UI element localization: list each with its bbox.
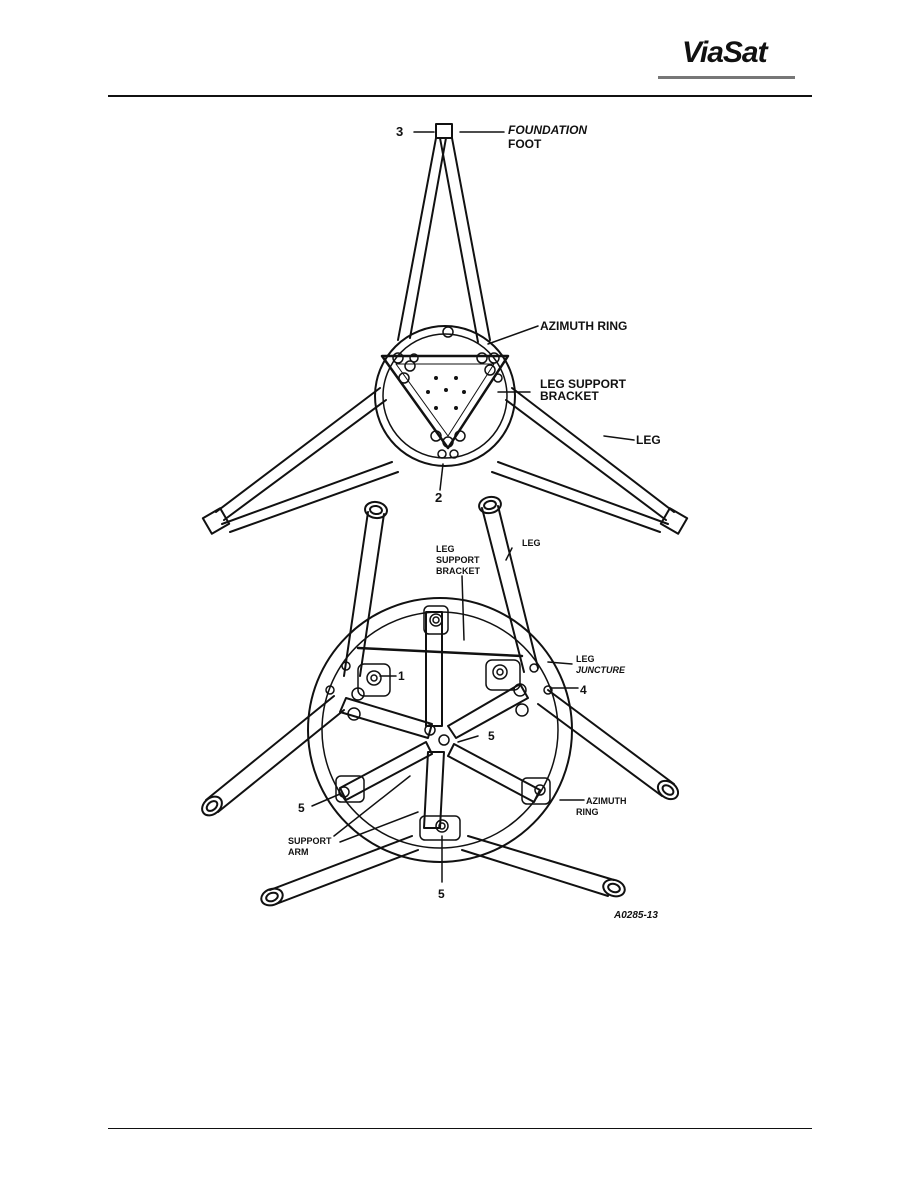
callout-5-center: 5 [488, 729, 495, 743]
callout-1: 1 [398, 669, 405, 683]
bottom-leg-bottom-left [260, 835, 419, 907]
callout-5-left: 5 [298, 801, 305, 815]
bb-leg-support-label-3: BRACKET [436, 566, 481, 576]
azimuth-ring-label: AZIMUTH RING [540, 319, 627, 333]
bottom-plates [335, 605, 551, 841]
callout-5-bottom: 5 [438, 887, 445, 901]
viasat-logo: ViaSat [682, 36, 768, 69]
foundation-foot-label-2: FOOT [508, 137, 542, 151]
bottom-support-arms [339, 611, 541, 829]
bottom-view [201, 495, 680, 907]
header-rule [108, 95, 812, 97]
foundation-foot-label-1: FOUNDATION [508, 123, 587, 137]
callout-2: 2 [435, 490, 442, 505]
leg-juncture-label-1: LEG [576, 654, 595, 664]
bb-leg-label: LEG [522, 538, 541, 548]
logo-underline [658, 76, 795, 79]
foundation-foot-north [435, 123, 453, 139]
foundation-foot-southeast [659, 507, 689, 535]
bb-azimuth-ring-label-1: AZIMUTH [586, 796, 627, 806]
bb-azimuth-ring-label-2: RING [576, 807, 599, 817]
top-leader-lines [413, 131, 635, 491]
bottom-leg-support-bracket [356, 646, 524, 658]
callout-3: 3 [396, 124, 403, 139]
bottom-leg-bottom-right [461, 835, 626, 898]
leg-label: LEG [636, 433, 661, 447]
support-arm-label-2: ARM [288, 847, 309, 857]
leg-juncture-label-2: JUNCTURE [576, 665, 626, 675]
bottom-leader-lines [311, 547, 585, 883]
top-view [201, 123, 689, 535]
top-azimuth-ring [374, 325, 516, 467]
bb-leg-support-label-1: LEG [436, 544, 455, 554]
figure-id: A0285-13 [613, 910, 658, 921]
leg-support-bracket-label-2: BRACKET [540, 389, 599, 403]
top-bolts [392, 326, 503, 459]
bottom-leg-top-right [478, 495, 539, 673]
top-leg-southwest [215, 387, 399, 533]
bottom-leg-left [201, 695, 345, 817]
top-leg-north [397, 137, 491, 343]
bb-leg-support-label-2: SUPPORT [436, 555, 480, 565]
bottom-bolts [325, 613, 553, 833]
foundation-foot-southwest [201, 507, 231, 535]
footer-rule [108, 1128, 812, 1129]
callout-4: 4 [580, 683, 587, 697]
support-arm-label-1: SUPPORT [288, 836, 332, 846]
top-leg-southeast [491, 387, 675, 533]
bottom-leg-right [537, 689, 680, 801]
leg-support-bracket-label-1: LEG SUPPORT [540, 377, 627, 391]
top-center-holes [426, 376, 466, 410]
top-leg-support-bracket [380, 354, 510, 450]
